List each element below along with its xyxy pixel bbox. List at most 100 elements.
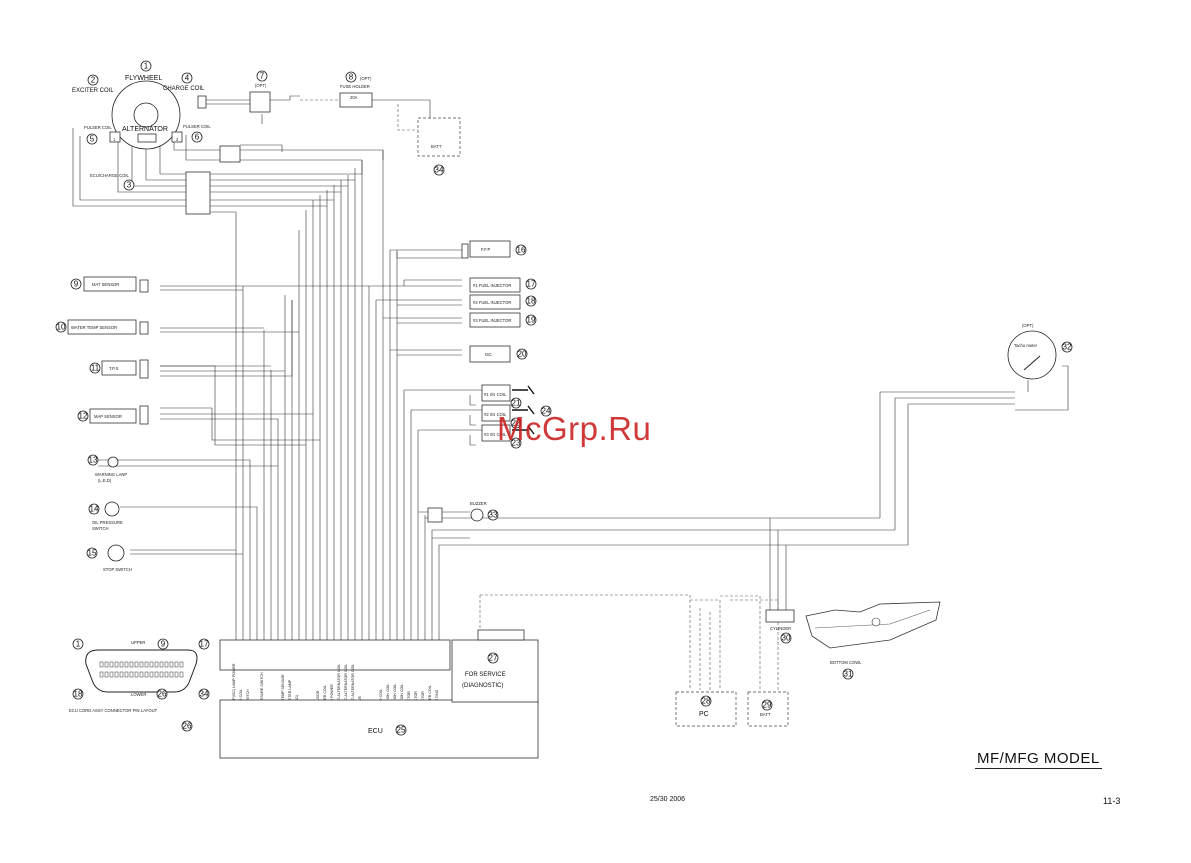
fuel-injector-1-num: 17 <box>527 280 536 289</box>
connector-pin <box>124 671 129 678</box>
batt-service-label: BATT <box>760 712 771 717</box>
batt-top-num: 34 <box>435 166 444 175</box>
ffp-box <box>469 240 511 258</box>
oil-pressure-label: OIL PRESSURE <box>92 520 123 525</box>
connector-pin <box>149 671 154 678</box>
connector-pin <box>144 671 149 678</box>
buzzer-icon <box>470 508 484 522</box>
connector-pin <box>174 671 179 678</box>
conn-pin-9-num: 9 <box>161 640 166 649</box>
fuel-injector-2-num: 18 <box>527 297 536 306</box>
left-sensors: 9 MAT SENSOR 10 WATER TEMP SENSOR 11 T.P… <box>55 276 149 572</box>
connector-pin <box>154 661 159 668</box>
ecu-pin-label: INJ.PUMP(ISC) LAMP POWER <box>232 663 236 714</box>
water-temp-num: 10 <box>57 323 66 332</box>
connector-pin <box>169 661 174 668</box>
flywheel-num: 1 <box>144 62 149 71</box>
wire-bundle <box>72 95 1069 690</box>
ig-coil-1-box <box>481 384 511 402</box>
ecu-pin-label: #1 IGNITION COIL <box>386 684 390 714</box>
flywheel-connector <box>185 171 211 215</box>
flywheel-alternator: ALTERNATOR 1 2 <box>109 80 183 150</box>
batt-service-num: 29 <box>763 701 772 710</box>
tacho-label: Tacho meter <box>1014 343 1038 348</box>
fuse-holder-opt: (OPT) <box>360 76 372 81</box>
connector-pin <box>114 661 119 668</box>
ig-coil-2-num: 22 <box>512 419 521 428</box>
connector-pin <box>139 661 144 668</box>
tps-label: T.P.S <box>109 366 119 371</box>
connector-layout-num: 26 <box>183 722 192 731</box>
pulser-pin-2: 2 <box>176 137 179 142</box>
mat-sensor-box <box>83 276 137 292</box>
connector-pin <box>179 661 184 668</box>
conn-pin-17-num: 17 <box>200 640 209 649</box>
connector-pin <box>159 661 164 668</box>
pc-num: 28 <box>702 697 711 706</box>
connector-pin <box>104 661 109 668</box>
pulser-connector <box>219 145 241 163</box>
diagnostic-box <box>451 639 539 703</box>
connector-lower-label: LOWER <box>131 692 146 697</box>
tacho-num: 32 <box>1063 343 1072 352</box>
ecu-pin-label: WATER TEMP SENSOR <box>281 674 285 714</box>
connector-pin <box>129 661 134 668</box>
ig-coil-3-label: #3 I/G COIL <box>484 432 507 437</box>
pulser-coil-1-num: 5 <box>90 135 95 144</box>
right-components: F.F.P 16 #1 FUEL INJECTOR 17 #2 FUEL INJ… <box>427 240 1073 523</box>
charge-coil-label: CHARGE COIL <box>163 86 205 92</box>
connector-pin <box>119 671 124 678</box>
connector-pin <box>99 671 104 678</box>
stop-switch-num: 15 <box>88 549 97 558</box>
oil-pressure-num: 14 <box>90 505 99 514</box>
fuse-holder-box <box>339 92 373 108</box>
pulser-coil-2-label: PULSER COIL <box>183 124 211 129</box>
connector-layout-label: ECU CORD ASSY CONNECTOR PIN LAYOUT <box>69 708 158 713</box>
isc-num: 20 <box>518 350 527 359</box>
connector-pin <box>144 661 149 668</box>
diagnostic-label-2: (DIAGNOSTIC) <box>462 683 503 689</box>
fuse-holder-num: 8 <box>349 73 354 82</box>
warning-lamp-icon <box>107 456 119 468</box>
warning-lamp-sub: (L.E.D) <box>98 478 112 483</box>
conn-pin-1-num: 1 <box>76 640 81 649</box>
water-temp-box <box>67 319 137 335</box>
connector-pin <box>134 661 139 668</box>
diagnostic-label-1: FOR SERVICE <box>465 672 506 678</box>
ig-coil-3-num: 23 <box>512 439 521 448</box>
connector-pin <box>169 671 174 678</box>
batt-top-label: BATT <box>431 144 442 149</box>
ecu-pin-label: #3 IGNITION COIL <box>400 684 404 714</box>
watermark: McGrp.Ru <box>497 410 652 447</box>
page-number: 11-3 <box>1103 796 1121 806</box>
map-sensor-box <box>89 408 137 424</box>
opt-7-relay <box>249 91 271 113</box>
ecu-charge-coil-label: ECU/CHARGE COIL <box>90 173 130 178</box>
stop-switch-icon <box>107 544 125 562</box>
connector-pin <box>149 661 154 668</box>
pulser-coil-1-label: PULSER COIL <box>84 125 112 130</box>
cylinder-num: 30 <box>782 634 791 643</box>
warning-lamp-label: WARNING LANP <box>95 472 127 477</box>
ecu-pin-label: SENSOR POWER <box>330 684 334 714</box>
fuse-holder-label: FUSE HOLDER <box>340 84 370 89</box>
fuel-injector-2-label: #2 FUEL INJECTOR <box>473 300 511 305</box>
map-sensor-label: MAP SENSOR <box>94 414 122 419</box>
connector-pin <box>119 661 124 668</box>
pulser-coil-2-num: 6 <box>195 133 200 142</box>
stop-switch-label: STOP SWITCH <box>103 567 132 572</box>
model-title: MF/MFG MODEL <box>975 750 1102 769</box>
isc-box <box>469 345 511 363</box>
ecu-box <box>219 699 539 759</box>
exciter-coil-num: 2 <box>91 76 96 85</box>
connector-pin <box>164 671 169 678</box>
ecu-pin-label: ECU/CHG ALTERNATOR COIL <box>351 664 355 714</box>
fuel-injector-1-label: #1 FUEL INJECTOR <box>473 283 511 288</box>
fuel-injector-3-box <box>469 312 521 328</box>
buzzer-label: BUZZER <box>470 501 487 506</box>
opt-7-label: (OPT) <box>255 83 267 88</box>
ig-coil-2-box <box>481 404 511 422</box>
fuel-injector-3-num: 19 <box>527 316 536 325</box>
connector-pin <box>99 661 104 668</box>
